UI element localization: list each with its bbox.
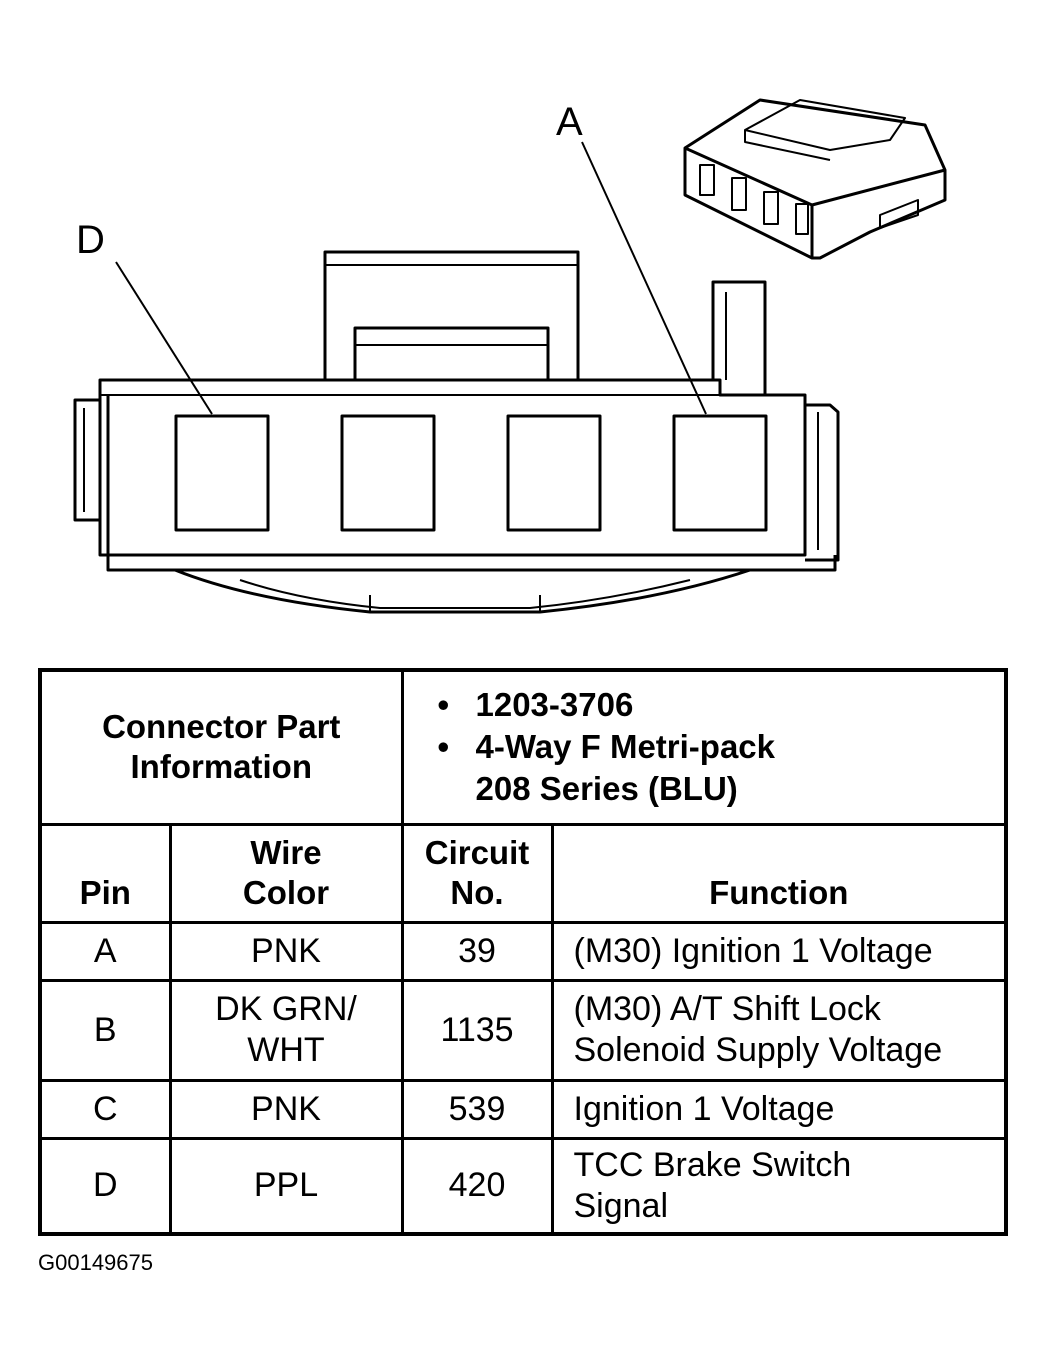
cavity-c — [340, 414, 436, 532]
leader-line-d — [115, 261, 213, 415]
bullet-icon: • — [437, 728, 450, 766]
circuit-cell: 1135 — [400, 978, 554, 1082]
table-row: D PPL 420 TCC Brake Switch Signal — [38, 1136, 1008, 1236]
header-circuit-line2: No. — [450, 873, 504, 911]
connector-info-row: Connector Part Information • 1203-3706 •… — [38, 668, 1008, 826]
cavity-d — [174, 414, 270, 532]
connector-info-list: • 1203-3706 • 4-Way F Metri-pack 208 Ser… — [404, 676, 1005, 818]
circuit-cell: 420 — [400, 1136, 554, 1236]
cavity-b — [506, 414, 602, 532]
callout-d-label: D — [76, 218, 105, 262]
circuit-cell: 39 — [400, 920, 554, 982]
table-row: C PNK 539 Ignition 1 Voltage — [38, 1078, 1008, 1140]
header-wire-color: Wire Color — [168, 822, 404, 924]
pin-cell: C — [38, 1078, 172, 1140]
connector-info-label-cell: Connector Part Information — [38, 668, 404, 826]
connector-part-number: 1203-3706 — [475, 686, 634, 724]
connector-face-view — [73, 250, 840, 614]
bullet-icon: • — [437, 686, 450, 724]
connector-info-item-part-number: • 1203-3706 — [404, 684, 1005, 726]
connector-info-label-line1: Connector Part — [102, 708, 341, 746]
connector-info-label-line2: Information — [130, 748, 312, 786]
leader-line-a — [581, 141, 707, 415]
connector-info-item-type: • 4-Way F Metri-pack 208 Series (BLU) — [404, 726, 1005, 810]
function-cell: Ignition 1 Voltage — [550, 1078, 1008, 1140]
connector-info-value-cell: • 1203-3706 • 4-Way F Metri-pack 208 Ser… — [400, 668, 1008, 826]
circuit-cell: 539 — [400, 1078, 554, 1140]
connector-type-line1: 4-Way F Metri-pack — [475, 728, 776, 766]
table-row: B DK GRN/ WHT 1135 (M30) A/T Shift Lock … — [38, 978, 1008, 1082]
connector-diagram — [73, 98, 947, 614]
wire-color-line1: DK GRN/ — [215, 990, 357, 1028]
function-line1: (M30) A/T Shift Lock — [573, 990, 881, 1028]
header-pin-text: Pin — [79, 873, 131, 911]
callout-a-label: A — [556, 100, 583, 144]
header-function: Function — [550, 822, 1008, 924]
wire-color-cell: DK GRN/ WHT — [168, 978, 404, 1082]
connector-pinout-table: Connector Part Information • 1203-3706 •… — [38, 668, 1009, 1236]
header-function-text: Function — [709, 873, 849, 911]
function-line1: TCC Brake Switch — [573, 1145, 852, 1184]
header-circuit-line1: Circuit — [424, 833, 530, 871]
function-cell: (M30) Ignition 1 Voltage — [550, 920, 1008, 982]
header-wire-color-line1: Wire — [250, 833, 322, 871]
wire-color-line2: WHT — [247, 1031, 325, 1069]
table-row: A PNK 39 (M30) Ignition 1 Voltage — [38, 920, 1008, 982]
cavity-a — [672, 414, 768, 532]
column-header-row: Pin Wire Color Circuit No. Function — [38, 822, 1008, 924]
function-line2: Solenoid Supply Voltage — [573, 1031, 943, 1069]
pin-cell: B — [38, 978, 172, 1082]
figure-code: G00149675 — [38, 1250, 153, 1275]
header-circuit-no: Circuit No. — [400, 822, 554, 924]
wire-color-cell: PPL — [168, 1136, 404, 1236]
header-pin: Pin — [38, 822, 172, 924]
function-cell: (M30) A/T Shift Lock Solenoid Supply Vol… — [550, 978, 1008, 1082]
pin-cell: A — [38, 920, 172, 982]
function-cell: TCC Brake Switch Signal — [550, 1136, 1008, 1236]
connector-type-line2: 208 Series (BLU) — [475, 770, 738, 808]
pin-cell: D — [38, 1136, 172, 1236]
wire-color-cell: PNK — [168, 920, 404, 982]
connector-perspective-view — [683, 98, 947, 260]
header-wire-color-line2: Color — [242, 873, 330, 911]
wire-color-cell: PNK — [168, 1078, 404, 1140]
function-line2: Signal — [573, 1186, 669, 1225]
